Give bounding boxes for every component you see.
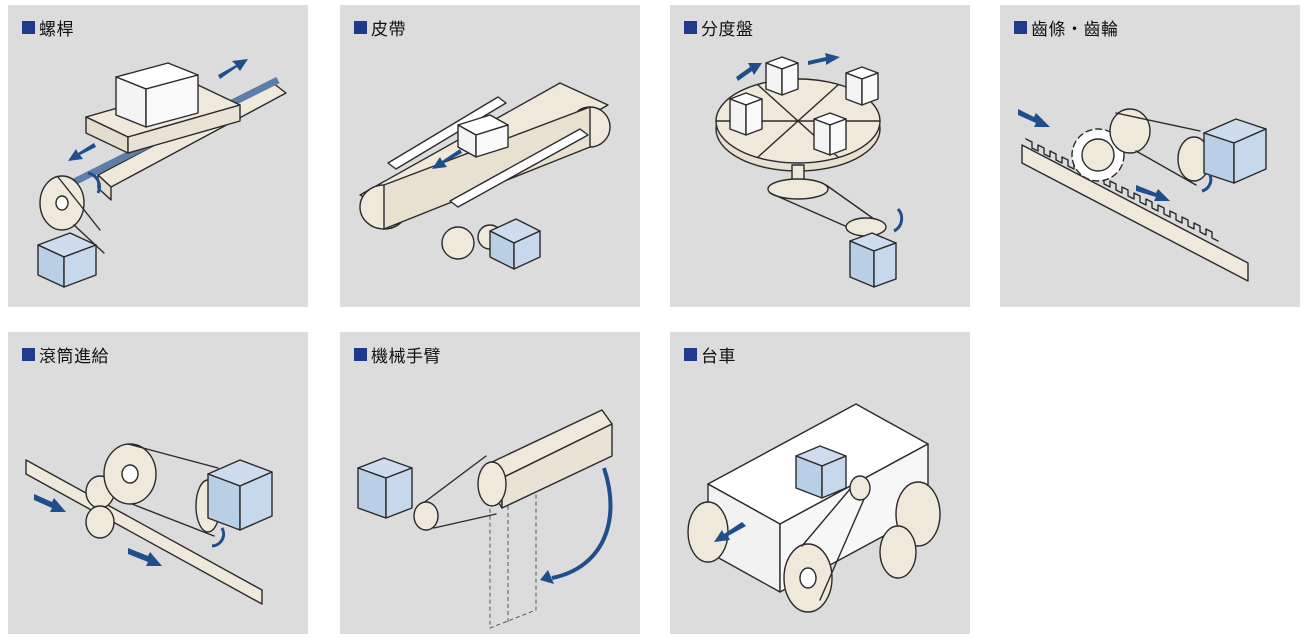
title-marker xyxy=(22,21,35,34)
panel-title: 螺桿 xyxy=(22,15,74,40)
panel-title-text: 皮帶 xyxy=(371,20,406,40)
panel-title-text: 齒條・齒輪 xyxy=(1031,20,1119,40)
panel-roller-feed: 滾筒進給 xyxy=(8,332,308,634)
title-marker xyxy=(1014,21,1027,34)
panel-title-text: 機械手臂 xyxy=(371,347,441,367)
panel-screw: 螺桿 xyxy=(8,5,308,307)
index-table-illustration xyxy=(715,53,904,288)
title-marker xyxy=(22,348,35,361)
belt-illustration xyxy=(359,82,611,270)
panel-title: 滾筒進給 xyxy=(22,342,109,367)
title-marker xyxy=(684,348,697,361)
panel-rack-pinion: 齒條・齒輪 xyxy=(1000,5,1300,307)
panel-cart: 台車 xyxy=(670,332,970,634)
robot-arm-illustration xyxy=(357,409,613,629)
panel-title-text: 螺桿 xyxy=(39,20,74,40)
panel-index-table: 分度盤 xyxy=(670,5,970,307)
title-marker xyxy=(684,21,697,34)
panel-title: 台車 xyxy=(684,342,736,367)
panel-title: 機械手臂 xyxy=(354,342,441,367)
roller-feed-illustration xyxy=(25,443,273,605)
panel-title: 皮帶 xyxy=(354,15,406,40)
panel-title-text: 分度盤 xyxy=(701,20,754,40)
title-marker xyxy=(354,21,367,34)
rack-pinion-illustration xyxy=(1018,108,1267,282)
panel-title: 齒條・齒輪 xyxy=(1014,15,1119,40)
panel-title: 分度盤 xyxy=(684,15,754,40)
panel-title-text: 滾筒進給 xyxy=(39,347,109,367)
screw-illustration xyxy=(37,59,287,288)
panel-title-text: 台車 xyxy=(701,347,736,367)
title-marker xyxy=(354,348,367,361)
panel-robot-arm: 機械手臂 xyxy=(340,332,640,634)
cart-illustration xyxy=(687,403,941,613)
panel-belt: 皮帶 xyxy=(340,5,640,307)
